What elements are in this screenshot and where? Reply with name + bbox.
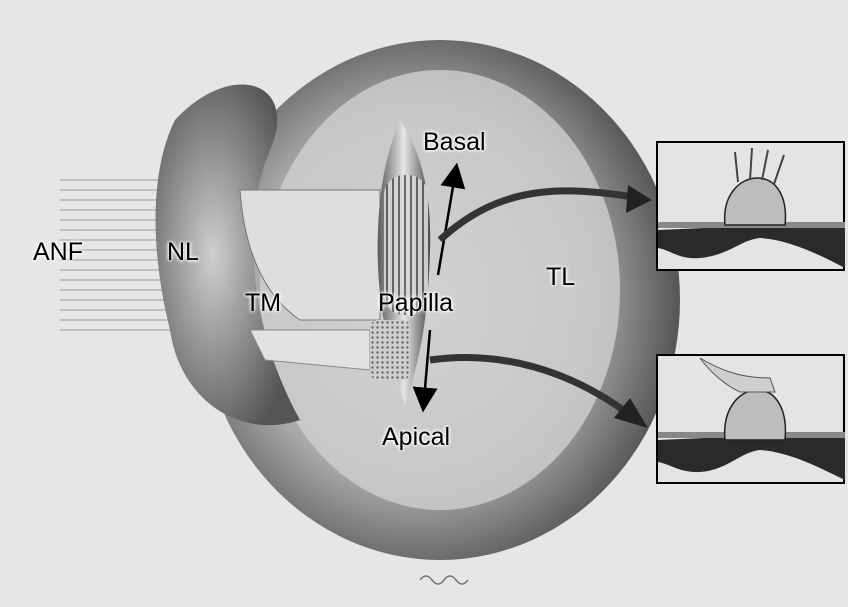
label-tm: TM	[245, 291, 281, 316]
label-papilla: Papilla	[378, 291, 453, 316]
label-anf: ANF	[33, 240, 83, 265]
label-basal: Basal	[423, 130, 486, 155]
papilla-apical-cells	[370, 320, 410, 380]
inset-basal	[657, 142, 845, 270]
label-apical: Apical	[382, 425, 450, 450]
label-tl: TL	[546, 265, 575, 290]
label-nl: NL	[167, 240, 199, 265]
inset-apical	[657, 355, 845, 483]
